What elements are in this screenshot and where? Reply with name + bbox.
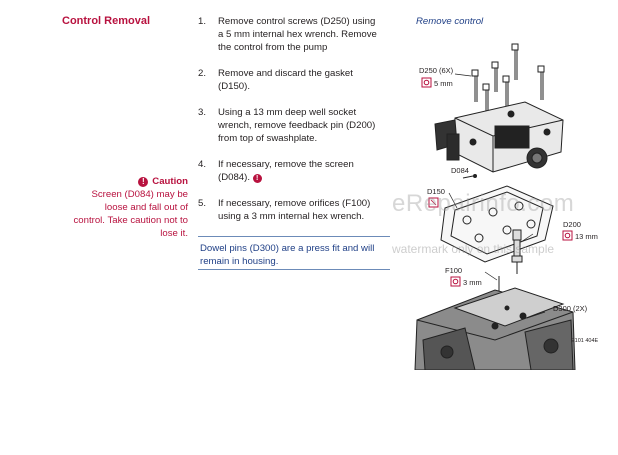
step-number: 3.	[198, 107, 207, 118]
control-block	[434, 101, 564, 173]
step-number: 1.	[198, 16, 207, 27]
note-divider	[198, 269, 390, 270]
screw	[491, 61, 499, 92]
feedback-pin	[511, 229, 523, 274]
label-f100: F100	[445, 266, 462, 275]
step-item: 4. If necessary, remove the screen (D084…	[198, 158, 393, 184]
watermark-site: eRepairinfo.com	[392, 190, 575, 217]
screw	[537, 65, 545, 100]
screw	[502, 75, 510, 106]
label-f100-size: 3 mm	[463, 278, 482, 287]
label-d150: D150	[427, 187, 445, 196]
caution-line: loose and fall out of	[104, 202, 188, 213]
exploded-view-figure: D250 (6X) 5 mm D084 D150 D200 13 mm F100…	[414, 43, 599, 370]
caution-box: ! Caution Screen (D084) may be loose and…	[54, 175, 189, 240]
label-d200-size: 13 mm	[575, 232, 598, 241]
screw	[471, 69, 479, 102]
step-text: If necessary, remove orifices (F100) usi…	[218, 198, 371, 222]
figure-title: Remove control	[416, 16, 484, 27]
caution-ref-icon: !	[252, 174, 262, 183]
label-d300: D300 (2X)	[553, 304, 588, 313]
step-item: 1. Remove control screws (D250) using a …	[198, 15, 393, 54]
step-text: Remove control screws (D250) using a 5 m…	[218, 16, 377, 53]
control-screws	[471, 43, 545, 116]
label-d250: D250 (6X)	[419, 66, 454, 75]
procedure-steps: 1. Remove control screws (D250) using a …	[198, 15, 393, 236]
step-number: 2.	[198, 68, 207, 79]
label-d250-size: 5 mm	[434, 79, 453, 88]
hex-key-icon	[421, 77, 432, 88]
caution-line: lose it.	[160, 228, 188, 239]
screw	[511, 43, 519, 80]
label-d084: D084	[451, 166, 469, 175]
step-item: 5. If necessary, remove orifices (F100) …	[198, 197, 393, 223]
socket-wrench-icon	[562, 230, 573, 241]
step-text: Using a 13 mm deep well socket wrench, r…	[218, 107, 376, 144]
hex-key-icon	[450, 276, 461, 287]
step-text: If necessary, remove the screen (D084). …	[218, 159, 354, 183]
step-item: 3. Using a 13 mm deep well socket wrench…	[198, 106, 393, 145]
figure-code: E101 404E	[571, 338, 599, 344]
exclamation-icon: !	[138, 176, 149, 187]
caution-heading: ! Caution	[54, 175, 188, 188]
pump-housing	[414, 287, 576, 370]
section-title: Control Removal	[62, 15, 151, 27]
step-number: 4.	[198, 159, 207, 170]
hex-key-icon-inner	[423, 79, 430, 86]
caution-line: Screen (D084) may be	[91, 189, 188, 200]
step-text: Remove and discard the gasket (D150).	[218, 68, 353, 92]
note-box: Dowel pins (D300) are a press fit and wi…	[200, 243, 375, 267]
watermark-note: watermark only on this sample	[392, 242, 555, 256]
step-item: 2. Remove and discard the gasket (D150).	[198, 67, 393, 93]
note-divider	[198, 236, 390, 237]
step-number: 5.	[198, 198, 207, 209]
label-d200: D200	[563, 220, 581, 229]
replace-part-icon	[428, 197, 439, 208]
gasket	[440, 185, 554, 263]
caution-line: control. Take caution not to	[73, 215, 189, 226]
